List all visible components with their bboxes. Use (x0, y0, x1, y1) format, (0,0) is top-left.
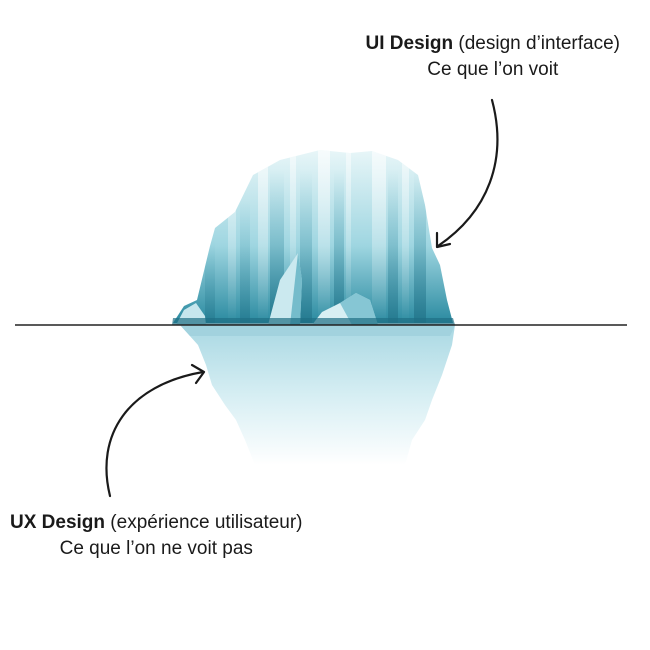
ux-design-title: UX Design (expérience utilisateur) (10, 510, 303, 536)
ui-arrow (435, 98, 499, 249)
iceberg-underwater (180, 325, 455, 465)
ux-design-title-rest: (expérience utilisateur) (105, 512, 303, 533)
ux-design-title-bold: UX Design (10, 512, 106, 533)
ui-design-title: UI Design (design d’interface) (366, 31, 621, 57)
ux-design-subtitle: Ce que l’on ne voit pas (59, 537, 253, 559)
iceberg-underwater-shade (180, 325, 455, 336)
ui-design-subtitle: Ce que l’on voit (427, 58, 559, 80)
ui-design-title-bold: UI Design (365, 33, 454, 54)
iceberg-visible (172, 150, 455, 325)
ui-design-label: UI Design (design d’interface) Ce que l’… (366, 31, 621, 82)
ux-arrow (105, 363, 206, 498)
ui-design-title-rest: (design d’interface) (453, 33, 620, 54)
ux-design-label: UX Design (expérience utilisateur) Ce qu… (10, 510, 303, 561)
